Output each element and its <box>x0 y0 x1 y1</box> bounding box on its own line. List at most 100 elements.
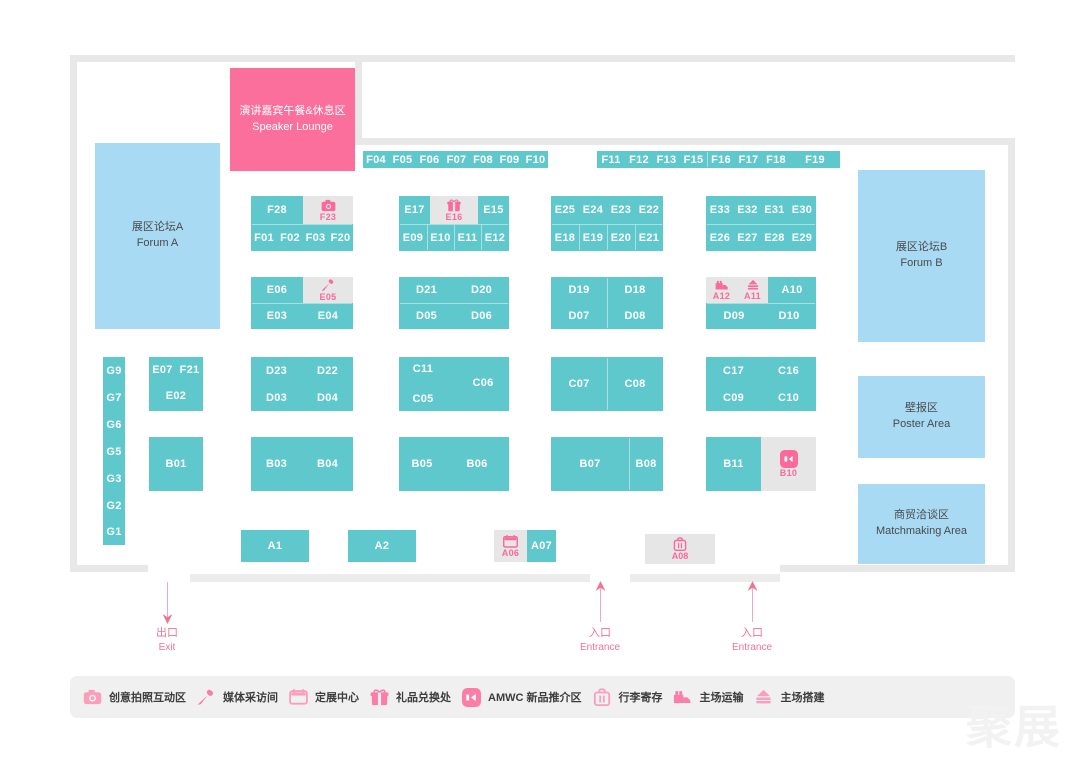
booth-cell[interactable]: B03 <box>265 458 288 470</box>
booth-cell[interactable]: C17 <box>722 364 745 377</box>
booth-cell[interactable]: E32 <box>737 204 758 216</box>
booth-cell[interactable]: C05 <box>412 393 434 405</box>
booth-cell-special-a12[interactable]: A12 <box>706 277 737 303</box>
booth-strip-f04-f10[interactable]: F04 F05 F06 F07 F08 F09 F10 <box>363 151 548 168</box>
booth-cell[interactable]: F11 <box>601 153 621 166</box>
booth-block-a07[interactable]: A06 A07 <box>494 530 556 562</box>
booth-cell[interactable]: E29 <box>791 231 813 244</box>
area-forum-b[interactable]: 展区论坛B Forum B <box>858 170 985 342</box>
booth-cell[interactable]: C09 <box>722 391 745 404</box>
booth-block-e07[interactable]: E07 F21 E02 <box>149 357 203 411</box>
booth-cell[interactable]: E22 <box>638 204 660 216</box>
booth-cell[interactable]: D09 <box>723 310 745 322</box>
booth-cell[interactable]: G6 <box>106 418 122 431</box>
booth-cell[interactable]: F17 <box>738 153 759 166</box>
booth-cell[interactable]: A2 <box>374 540 390 552</box>
booth-block-b07[interactable]: B07 B08 <box>551 437 663 491</box>
legend-item-transport[interactable]: 主场运输 <box>673 687 744 707</box>
booth-cell[interactable]: C08 <box>624 378 646 390</box>
booth-strip-f11-f19[interactable]: F11 F12 F13 F15 F16 F17 F18 F19 <box>597 151 840 168</box>
booth-cell[interactable]: F10 <box>525 153 546 166</box>
legend-item-amwc[interactable]: AMWC 新品推介区 <box>461 687 582 707</box>
booth-cell[interactable]: E25 <box>554 204 576 216</box>
booth-cell[interactable]: G5 <box>106 445 122 458</box>
booth-block-e33[interactable]: E33 E32 E31 E30 E26 E27 E28 E29 <box>706 196 816 251</box>
booth-cell-special-a11[interactable]: A11 <box>737 277 768 303</box>
booth-block-a2[interactable]: A2 <box>348 530 416 562</box>
booth-cell[interactable]: B05 <box>411 458 433 470</box>
booth-cell[interactable]: C10 <box>777 391 800 404</box>
booth-cell[interactable]: B07 <box>579 458 601 470</box>
area-matchmaking[interactable]: 商贸洽谈区 Matchmaking Area <box>858 484 985 564</box>
booth-cell[interactable]: F06 <box>419 153 440 166</box>
legend-item-luggage[interactable]: 行李寄存 <box>592 687 663 707</box>
booth-cell[interactable]: E26 <box>709 231 731 244</box>
booth-cell[interactable]: E33 <box>709 204 731 216</box>
booth-cell[interactable]: D20 <box>470 284 493 296</box>
booth-cell[interactable]: B11 <box>723 458 744 470</box>
booth-cell[interactable]: E24 <box>582 204 604 216</box>
booth-cell[interactable]: G9 <box>106 364 122 377</box>
booth-cell[interactable]: F01 <box>254 231 274 244</box>
booth-cell[interactable]: D23 <box>265 364 288 377</box>
booth-cell[interactable]: E18 <box>554 231 576 244</box>
booth-cell-special-b10[interactable]: B10 <box>761 437 816 491</box>
booth-block-b01[interactable]: B01 <box>149 437 203 491</box>
booth-block-a10[interactable]: A12 A11 A10 D09 D10 <box>706 277 816 329</box>
booth-cell[interactable]: D21 <box>415 284 438 296</box>
booth-block-d21[interactable]: D21 D20 D05 D06 <box>399 277 509 329</box>
area-poster[interactable]: 壁报区 Poster Area <box>858 376 985 458</box>
booth-cell[interactable]: E04 <box>317 310 339 322</box>
booth-block-b11[interactable]: B11 B10 <box>706 437 816 491</box>
booth-cell[interactable]: F20 <box>330 231 351 244</box>
booth-block-e25[interactable]: E25 E24 E23 E22 E18 E19 E20 E21 <box>551 196 663 251</box>
booth-cell[interactable]: C06 <box>472 377 494 389</box>
booth-cell[interactable]: E10 <box>430 231 451 244</box>
booth-block-a08[interactable]: A08 <box>645 534 715 564</box>
legend-item-gift[interactable]: 礼品兑换处 <box>369 687 451 707</box>
booth-cell[interactable]: E11 <box>457 231 478 244</box>
booth-cell-special-e16[interactable]: E16 <box>430 196 478 224</box>
booth-cell[interactable]: F09 <box>499 153 520 166</box>
booth-cell[interactable]: E02 <box>165 390 187 402</box>
booth-cell[interactable]: B06 <box>466 458 488 470</box>
booth-cell[interactable]: F04 <box>366 153 386 166</box>
booth-block-e06[interactable]: E06 E05 E03 E04 <box>251 277 353 329</box>
booth-cell[interactable]: B01 <box>165 458 187 470</box>
booth-cell[interactable]: F08 <box>473 153 493 166</box>
booth-cell[interactable]: E20 <box>610 231 632 244</box>
booth-cell[interactable]: F18 <box>766 153 786 166</box>
area-forum-a[interactable]: 展区论坛A Forum A <box>95 143 220 329</box>
booth-cell[interactable]: E15 <box>483 204 504 216</box>
booth-cell[interactable]: D05 <box>415 310 438 322</box>
booth-block-c11[interactable]: C11 C06 C05 <box>399 357 509 411</box>
booth-cell[interactable]: C11 <box>412 363 434 375</box>
booth-block-b03[interactable]: B03 B04 <box>251 437 353 491</box>
booth-cell[interactable]: D18 <box>624 284 646 296</box>
booth-block-b05[interactable]: B05 B06 <box>399 437 509 491</box>
booth-cell[interactable]: C07 <box>568 378 590 390</box>
booth-cell[interactable]: D08 <box>624 310 646 322</box>
booth-cell[interactable]: D07 <box>568 310 590 322</box>
legend-item-build[interactable]: 主场搭建 <box>754 687 825 707</box>
booth-cell[interactable]: F21 <box>179 364 200 376</box>
booth-cell[interactable]: E21 <box>638 231 660 244</box>
booth-cell[interactable]: B08 <box>635 458 657 470</box>
booth-cell[interactable]: F28 <box>267 204 287 216</box>
booth-cell[interactable]: E12 <box>484 231 506 244</box>
booth-cell[interactable]: F02 <box>280 231 300 244</box>
legend-item-photo[interactable]: 创意拍照互动区 <box>82 687 186 707</box>
booth-cell[interactable]: F03 <box>305 231 326 244</box>
booth-block-c17[interactable]: C17 C16 C09 C10 <box>706 357 816 411</box>
legend-item-center[interactable]: 定展中心 <box>288 687 359 707</box>
booth-cell[interactable]: F07 <box>446 153 467 166</box>
booth-cell[interactable]: A07 <box>530 540 553 552</box>
booth-block-c07[interactable]: C07 C08 <box>551 357 663 411</box>
booth-cell[interactable]: E30 <box>791 204 813 216</box>
booth-cell[interactable]: F15 <box>683 153 704 166</box>
booth-cell[interactable]: G3 <box>106 472 122 485</box>
booth-cell[interactable]: A10 <box>781 284 803 296</box>
booth-cell[interactable]: B04 <box>316 458 339 470</box>
booth-cell[interactable]: D22 <box>316 364 339 377</box>
booth-block-e17[interactable]: E17 E16 E15 E09 E10 E11 E12 <box>399 196 509 251</box>
